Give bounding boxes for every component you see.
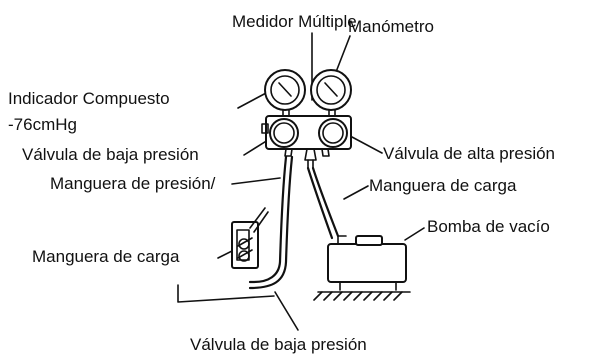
low-pressure-valve-knob (269, 118, 299, 148)
manifold-gauge-label: Medidor Múltiple (232, 12, 357, 31)
compound-gauge-value: -76cmHg (8, 115, 77, 134)
low-pressure-valve-bottom-label: Válvula de baja presión (190, 335, 367, 354)
compound-gauge (264, 69, 306, 111)
vacuum-pump-label: Bomba de vacío (427, 217, 550, 236)
high-pressure-valve-knob (318, 118, 348, 148)
low-pressure-valve-label: Válvula de baja presión (22, 145, 199, 164)
pressure-gauge (310, 69, 352, 111)
service-valve-assembly (231, 207, 269, 269)
vacuum-pump (313, 235, 411, 301)
high-pressure-valve-label: Válvula de alta presión (383, 144, 555, 163)
charge-hose-right-label: Manguera de carga (369, 176, 517, 195)
manifold-gauge-set (261, 69, 352, 169)
charge-hose-left-label: Manguera de carga (32, 247, 180, 266)
pressure-hose-label: Manguera de presión/ (50, 174, 216, 193)
pressure-gauge-label: Manómetro (348, 17, 434, 36)
hoses (177, 155, 340, 303)
compound-gauge-label: Indicador Compuesto (8, 89, 170, 108)
